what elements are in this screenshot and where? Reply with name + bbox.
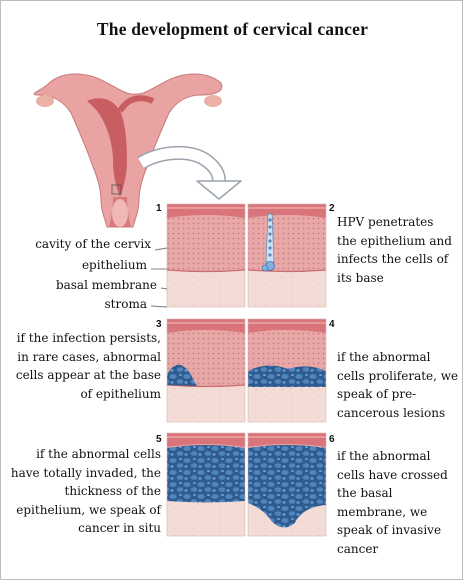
label-stroma: stroma <box>105 296 147 313</box>
panel-6-number: 6 <box>329 434 335 445</box>
caption-panel-2: HPV penetratesthe epithelium andinfects … <box>337 213 461 287</box>
panel-5-number: 5 <box>156 434 162 445</box>
tissue-panel-6 <box>248 433 326 536</box>
tissue-panel-5 <box>167 433 245 536</box>
tissue-panel-4 <box>248 319 326 422</box>
label-cavity: cavity of the cervix <box>35 236 151 253</box>
caption-panel-3: if the infection persists,in rare cases,… <box>1 329 161 403</box>
zoom-arrow-icon <box>141 153 241 199</box>
tissue-panel-2 <box>248 204 326 307</box>
label-epithelium: epithelium <box>82 257 147 274</box>
label-basal-membrane: basal membrane <box>56 277 157 294</box>
panel-2-number: 2 <box>329 203 335 214</box>
tissue-panel-1 <box>167 204 245 307</box>
caption-panel-5: if the abnormal cellshave totally invade… <box>1 445 161 538</box>
panel-4-number: 4 <box>329 319 335 330</box>
tissue-panel-3 <box>167 319 245 422</box>
caption-panel-6: if the abnormalcells have crossedthe bas… <box>337 447 461 558</box>
caption-panel-4: if the abnormalcells proliferate, wespea… <box>337 348 461 422</box>
panel-1-number: 1 <box>156 203 162 214</box>
